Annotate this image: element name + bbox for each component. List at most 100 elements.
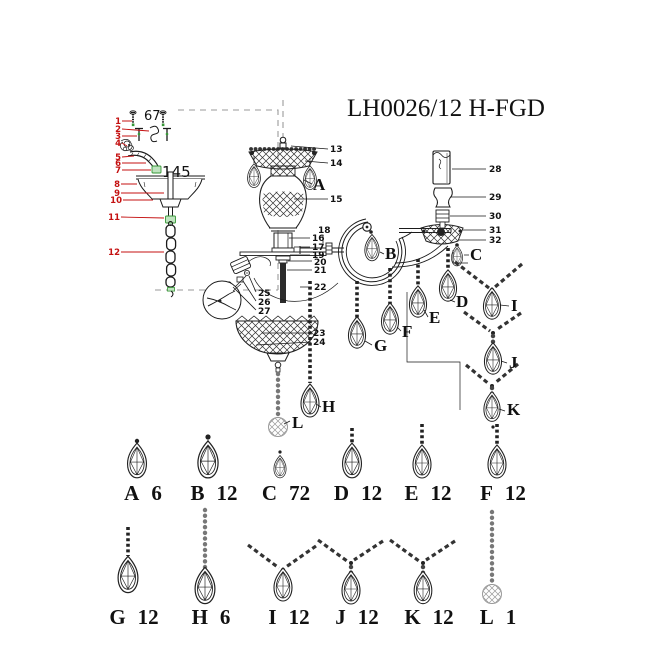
leader-brackets [406,250,468,410]
arm-hub-tube [299,242,344,255]
part-letter: K [404,605,421,629]
part-qty: 12 [217,481,238,505]
svg-text:H6: H6 [192,605,231,629]
pendant-letter-h: H [322,397,335,416]
wire-knot [119,139,134,152]
pendant-letter-k: K [507,400,521,419]
svg-text:G12: G12 [109,605,158,629]
part-qty: 12 [361,481,382,505]
part-qty: 6 [151,481,162,505]
callout-16: 16 [312,234,325,244]
glass-vase [259,165,307,253]
callout-25: 25 [258,289,271,299]
callout-28: 28 [489,165,502,175]
callout-9: 9 [114,189,120,199]
part-letter: G [109,605,125,629]
threaded-rod [280,263,286,303]
svg-text:B12: B12 [190,481,237,505]
svg-text:F12: F12 [480,481,526,505]
mounting-screws [129,110,167,127]
parts-list-item-d: D 12 [334,428,382,505]
callout-29: 29 [489,193,502,203]
garland-teardrop-pendant-icon [247,543,317,602]
svg-text:J12: J12 [335,605,379,629]
callout-5: 5 [115,153,121,163]
callout-19: 19 [312,251,325,261]
part-qty: 12 [358,605,379,629]
pendant-letter-a: A [313,175,326,194]
bottom-crystal-bowl [235,281,320,437]
part-qty: 6 [220,605,231,629]
parts-list-item-e: E 12 [404,424,452,505]
callout-12: 12 [108,248,120,258]
part-qty: 72 [289,481,310,505]
glass-bowl-profile [253,277,339,302]
pendant-letter-i: I [511,296,518,315]
part-qty: 12 [433,605,454,629]
lamp-socket [435,209,450,229]
pendant-letter-c: C [470,245,482,264]
callout-6: 6 [115,159,121,169]
pendant-letter-d: D [456,292,468,311]
crystal-ball-l [268,417,288,437]
page-title: LH0026/12 H-FGD [347,95,545,122]
pendant-letter-l: L [292,413,303,432]
part-letter: H [192,605,208,629]
callout-18: 18 [318,226,331,236]
lock-nut [151,165,162,174]
part-letter: E [404,481,418,505]
pendant-letter-b: B [385,244,396,263]
teardrop-pendant-long-chain-icon [194,507,216,605]
svg-text:L1: L1 [480,605,517,629]
teardrop-pendant-chain-icon [341,428,363,479]
mount-callout-leaders [120,120,165,253]
callout-26: 26 [258,298,271,308]
chain-links [165,221,177,298]
detail-boundary-dashed [155,109,279,291]
part-qty: 12 [289,605,310,629]
svg-text:D12: D 12 [334,481,382,505]
part-qty: 12 [431,481,452,505]
part-letter: D [334,481,349,505]
callout-30: 30 [489,212,502,222]
pendant-letter-e: E [429,308,440,327]
callout-3: 3 [115,132,121,142]
part-letter: I [268,605,276,629]
callout-24: 24 [313,338,326,348]
callout-13: 13 [330,145,343,155]
part-letter: C [262,481,277,505]
parts-list-item-c: C 72 [262,450,310,505]
svg-text:I12: I 12 [268,605,309,629]
ceiling-canopy [136,171,205,217]
pendant-b [364,230,380,262]
crystal-corona [248,147,318,170]
garland-drop-teardrop-pendant-icon [389,538,456,605]
callout-20: 20 [314,258,327,268]
part-letter: F [480,481,493,505]
candle-sleeve [432,150,451,185]
callout-10: 10 [110,196,122,206]
teardrop-pendant-chain-icon [487,424,507,479]
callout-7: 7 [115,166,121,176]
part-letter: L [480,605,494,629]
callout-23: 23 [313,329,326,339]
mount-detail-diagram: 67 145 [108,109,205,298]
pendant-letter-labels: A B C D E F G H I J K L [292,175,521,432]
callout-2: 2 [115,125,121,135]
callout-21: 21 [314,266,327,276]
part-qty: 1 [506,605,517,629]
pendant-c [451,243,463,267]
svg-text:K12: K 12 [404,605,453,629]
part-letter: A [124,481,140,505]
wiring-detail [202,256,271,320]
nut-size-dim: 145 [162,163,191,181]
top-finial [279,136,287,149]
teardrop-pendant-chain-icon [117,527,139,594]
